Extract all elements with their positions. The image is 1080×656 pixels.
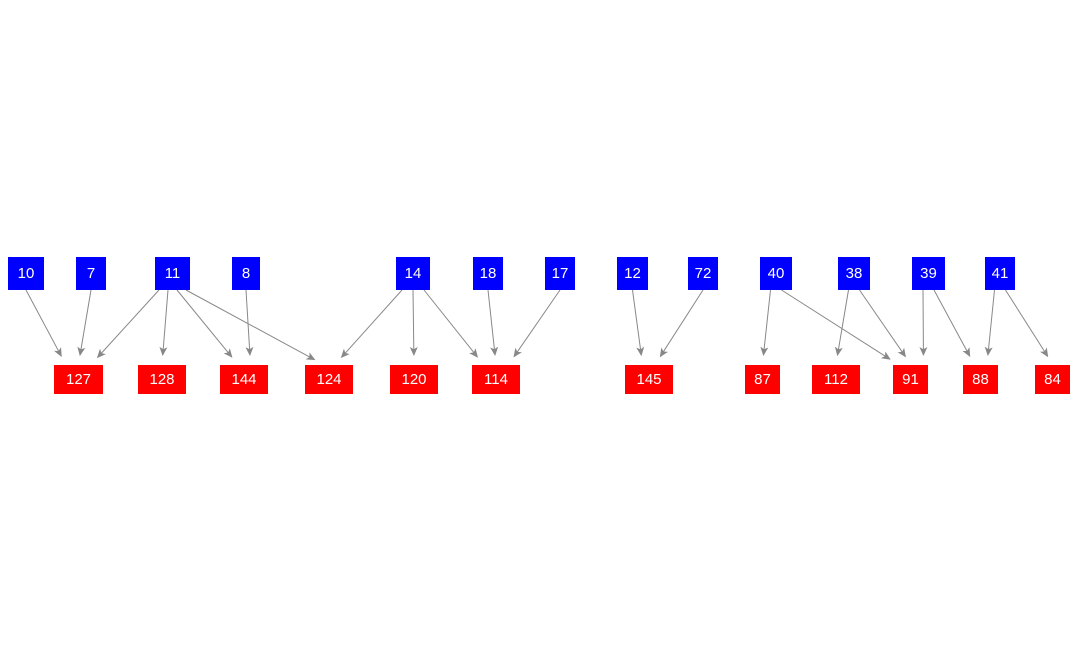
edge-11-to-127 (96, 289, 160, 359)
source-node-10[interactable]: 10 (8, 257, 44, 290)
source-node-41[interactable]: 41 (985, 257, 1015, 290)
source-node-18[interactable]: 18 (473, 257, 503, 290)
source-node-14[interactable]: 14 (396, 257, 430, 290)
edge-39-to-88 (933, 289, 971, 357)
edge-41-to-84 (1005, 289, 1049, 358)
edge-38-to-112 (834, 289, 849, 357)
edge-40-to-91 (781, 289, 891, 360)
target-node-88[interactable]: 88 (963, 365, 998, 394)
edge-11-to-128 (159, 289, 169, 357)
source-node-7[interactable]: 7 (76, 257, 106, 290)
target-node-128[interactable]: 128 (138, 365, 186, 394)
edge-14-to-120 (409, 289, 418, 357)
target-node-114[interactable]: 114 (472, 365, 520, 394)
target-node-84[interactable]: 84 (1035, 365, 1070, 394)
edge-14-to-124 (340, 289, 403, 359)
edge-7-to-127 (77, 289, 92, 357)
target-node-120[interactable]: 120 (390, 365, 438, 394)
edge-18-to-114 (487, 289, 499, 357)
edge-72-to-145 (659, 289, 704, 358)
edge-8-to-144 (245, 289, 254, 357)
source-node-40[interactable]: 40 (760, 257, 792, 290)
edge-12-to-145 (632, 289, 645, 357)
target-node-145[interactable]: 145 (625, 365, 673, 394)
source-node-72[interactable]: 72 (688, 257, 718, 290)
edge-41-to-88 (984, 289, 995, 357)
source-node-39[interactable]: 39 (912, 257, 945, 290)
target-node-112[interactable]: 112 (812, 365, 860, 394)
edge-11-to-144 (176, 289, 233, 358)
edge-11-to-124 (185, 289, 316, 361)
edge-38-to-91 (859, 289, 906, 358)
edge-17-to-114 (513, 289, 561, 358)
edge-10-to-127 (25, 289, 62, 357)
target-node-87[interactable]: 87 (745, 365, 780, 394)
source-node-38[interactable]: 38 (838, 257, 870, 290)
edges-group (25, 289, 1049, 361)
edge-40-to-87 (760, 289, 771, 357)
source-node-11[interactable]: 11 (155, 257, 190, 290)
source-node-17[interactable]: 17 (545, 257, 575, 290)
target-node-144[interactable]: 144 (220, 365, 268, 394)
target-node-91[interactable]: 91 (893, 365, 928, 394)
source-node-12[interactable]: 12 (617, 257, 648, 290)
target-node-127[interactable]: 127 (54, 365, 103, 394)
source-node-8[interactable]: 8 (232, 257, 260, 290)
edge-14-to-114 (423, 289, 479, 358)
target-node-124[interactable]: 124 (305, 365, 353, 394)
